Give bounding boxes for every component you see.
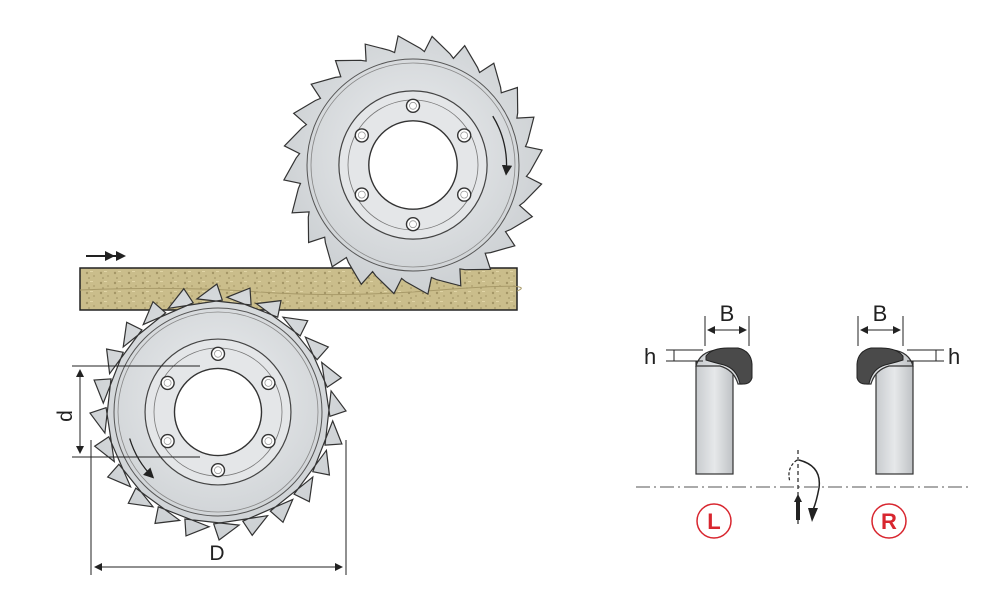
left-badge-label: L <box>707 509 720 534</box>
tooth-width-label-right: B <box>873 301 888 326</box>
bolt-hole <box>354 187 369 202</box>
bolt-hole <box>457 187 472 202</box>
tooth-height-label-left: h <box>644 344 656 369</box>
bolt-hole <box>160 375 175 391</box>
bore-diameter-label: d <box>54 410 77 422</box>
rotation-arrow-icon <box>492 115 513 176</box>
rotation-arrow-icon <box>129 438 155 479</box>
double-arrow-right-icon <box>86 251 126 261</box>
bolt-hole <box>261 375 276 391</box>
bolt-hole <box>210 463 226 478</box>
bore-dimension: d <box>54 365 200 458</box>
bolt-hole <box>160 433 175 449</box>
left-hand-badge: L <box>696 503 732 539</box>
right-hand-badge: R <box>871 503 907 539</box>
bolt-hole <box>261 433 276 449</box>
rotation-reverse-icon <box>788 450 821 525</box>
outer-dimension: D <box>90 440 347 575</box>
tooth-width-label-left: B <box>720 301 735 326</box>
tooth-height-label-right: h <box>948 344 960 369</box>
bolt-hole <box>457 128 472 143</box>
lower-saw-blade <box>89 283 347 541</box>
bolt-hole <box>354 128 369 143</box>
tooth-detail-left: B h <box>644 301 753 475</box>
bolt-hole <box>210 346 226 361</box>
upper-saw-blade <box>282 34 544 296</box>
bolt-hole <box>405 216 421 232</box>
tooth-detail-right: B h <box>856 301 960 475</box>
bolt-hole <box>405 98 421 114</box>
outer-diameter-label: D <box>209 542 224 565</box>
right-badge-label: R <box>881 509 897 534</box>
